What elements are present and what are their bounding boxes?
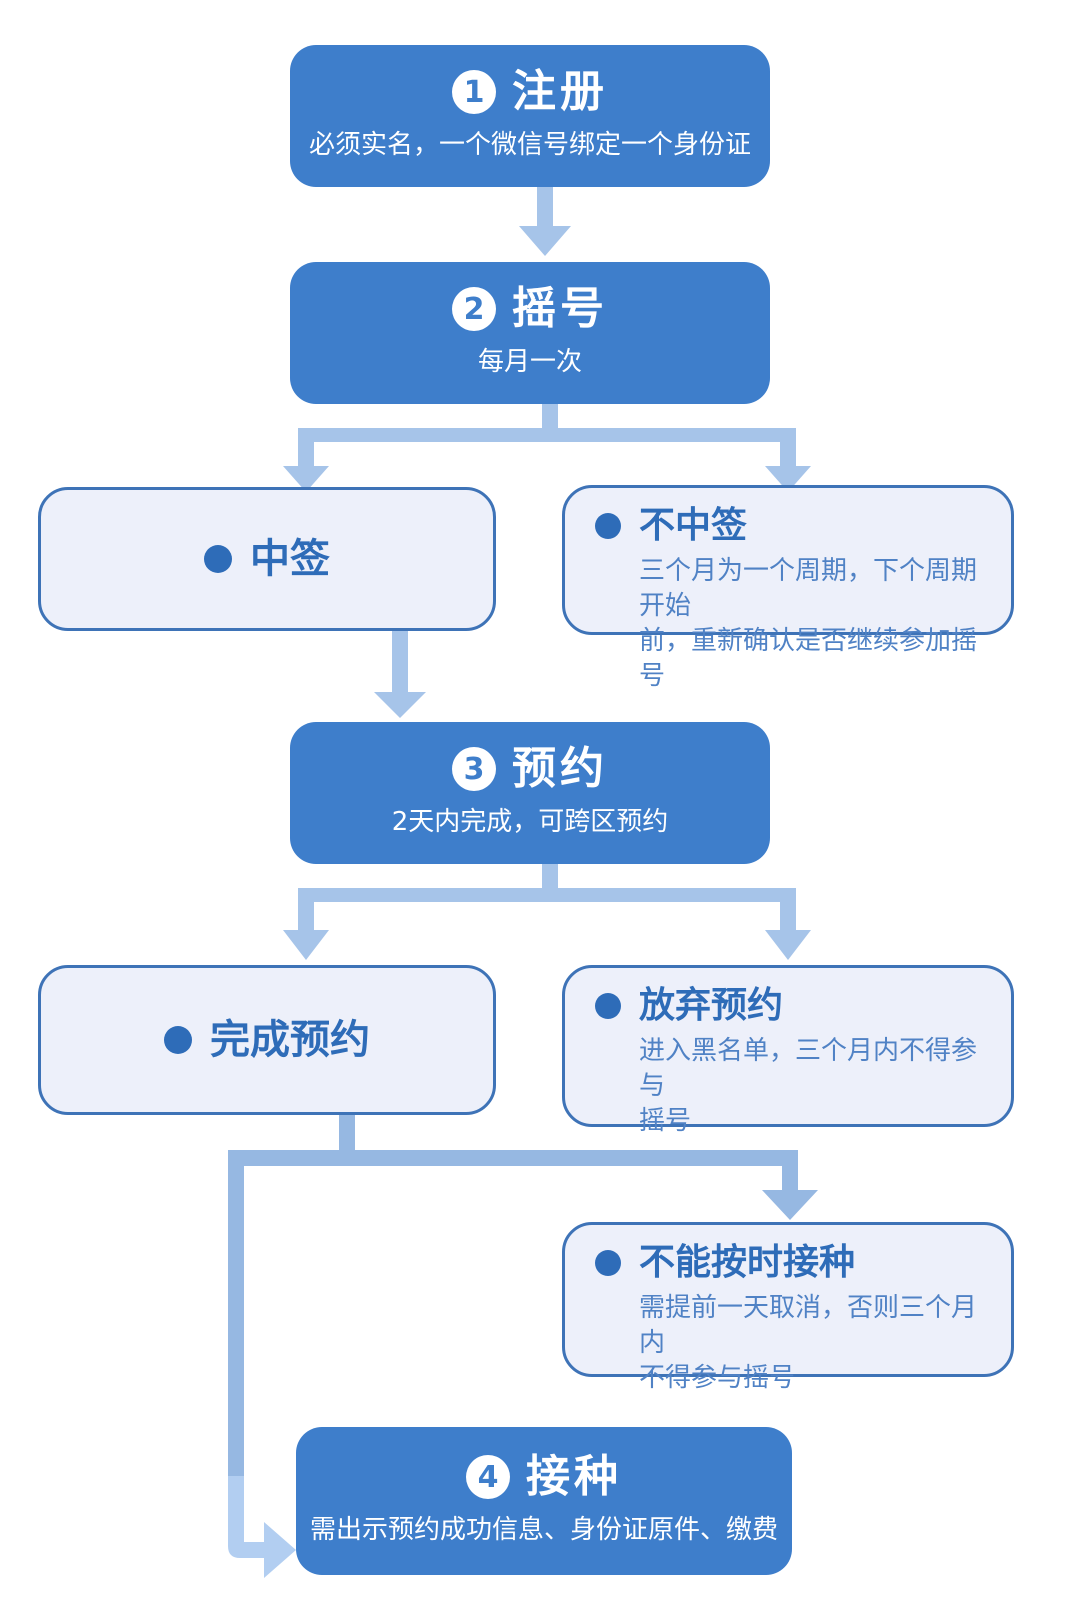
split-complete-outcomes <box>228 1114 818 1478</box>
outcome-title: 放弃预约 <box>639 985 784 1026</box>
step-number-badge: 2 <box>452 287 496 332</box>
outcome-title: 不能按时接种 <box>639 1242 856 1283</box>
outcome-title: 完成预约 <box>210 1017 370 1063</box>
step-subtitle: 必须实名，一个微信号绑定一个身份证 <box>308 130 751 161</box>
bullet-icon <box>595 1250 621 1276</box>
outcome-complete: 完成预约 <box>38 965 496 1115</box>
outcome-abandon: 放弃预约 进入黑名单，三个月内不得参与 摇号 <box>562 965 1014 1136</box>
bullet-icon <box>595 993 621 1019</box>
step-number-badge: 4 <box>466 1455 510 1500</box>
outcome-detail: 三个月为一个周期，下个周期开始 前，重新确认是否继续参加摇号 <box>639 556 978 692</box>
step-number-badge: 1 <box>452 70 496 115</box>
step-subtitle: 每月一次 <box>477 347 582 378</box>
arrow-win-to-reserve <box>374 631 426 718</box>
step-subtitle: 2天内完成，可跨区预约 <box>391 807 669 838</box>
arrow-complete-to-vaccinate <box>228 1476 296 1578</box>
split-reserve-outcomes <box>283 864 811 960</box>
outcome-detail: 进入黑名单，三个月内不得参与 摇号 <box>639 1036 978 1137</box>
bullet-icon <box>204 545 232 573</box>
arrow-register-to-lottery <box>519 187 571 256</box>
bullet-icon <box>164 1026 192 1054</box>
outcome-title: 中签 <box>250 536 330 582</box>
step-title: 接种 <box>526 1451 622 1503</box>
step-title: 预约 <box>512 743 608 795</box>
step-title: 摇号 <box>512 283 608 335</box>
outcome-detail: 需提前一天取消，否则三个月内 不得参与摇号 <box>639 1293 978 1394</box>
bullet-icon <box>595 513 621 539</box>
step-subtitle: 需出示预约成功信息、身份证原件、缴费 <box>309 1515 778 1546</box>
outcome-lose: 不中签 三个月为一个周期，下个周期开始 前，重新确认是否继续参加摇号 <box>562 485 1014 691</box>
outcome-miss: 不能按时接种 需提前一天取消，否则三个月内 不得参与摇号 <box>562 1222 1014 1393</box>
outcome-win: 中签 <box>38 487 496 631</box>
step-reserve: 3 预约 2天内完成，可跨区预约 <box>290 722 770 864</box>
step-number-badge: 3 <box>452 747 496 792</box>
step-lottery: 2 摇号 每月一次 <box>290 262 770 404</box>
outcome-title: 不中签 <box>639 505 748 546</box>
step-title: 注册 <box>512 66 608 118</box>
step-vaccinate: 4 接种 需出示预约成功信息、身份证原件、缴费 <box>296 1427 792 1575</box>
step-register: 1 注册 必须实名，一个微信号绑定一个身份证 <box>290 45 770 187</box>
split-lottery-outcomes <box>283 404 811 492</box>
